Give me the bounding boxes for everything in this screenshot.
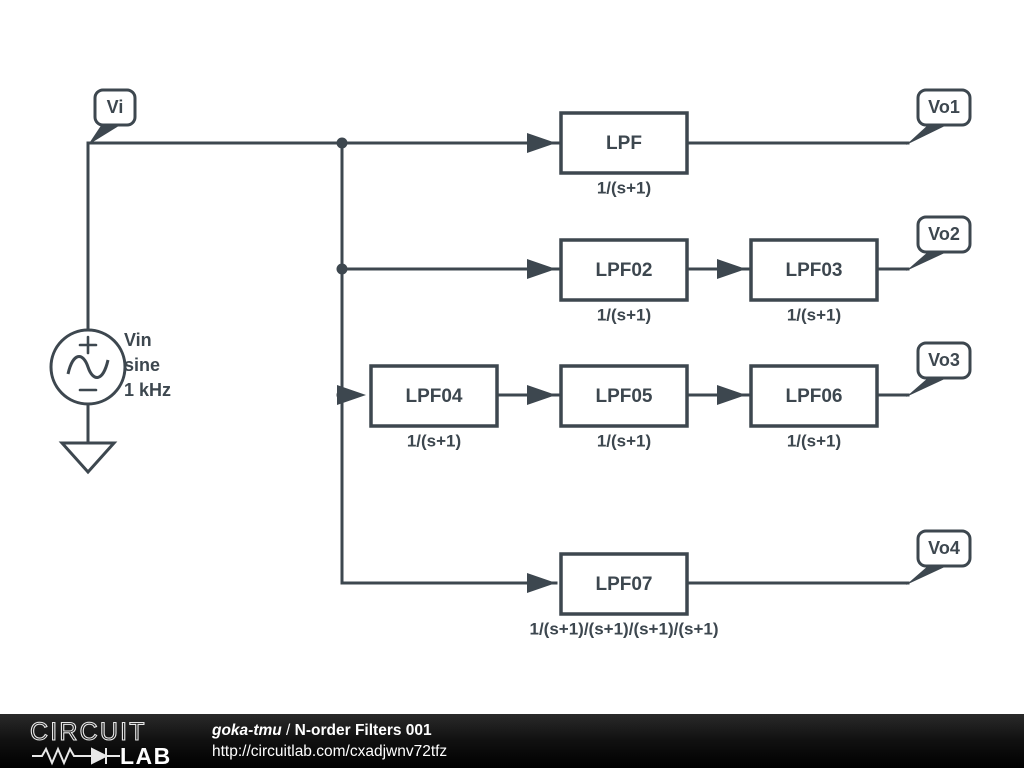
vo3-label-tail [906, 377, 949, 397]
logo-word-circuit: CIRCUIT [30, 718, 147, 746]
block-lpf02-label: LPF02 [595, 260, 652, 281]
block-lpf-label: LPF [606, 133, 642, 154]
block-lpf06-transfer: 1/(s+1) [787, 431, 841, 450]
block-lpf03[interactable] [749, 238, 879, 302]
plus-sign-icon [78, 335, 98, 355]
footer-author[interactable]: goka-tmu [212, 722, 282, 739]
arrowhead-into-lpf03 [717, 259, 746, 279]
block-lpf02[interactable] [559, 238, 689, 302]
block-lpf02-transfer: 1/(s+1) [597, 305, 651, 324]
logo-word-lab: LAB [120, 743, 172, 766]
block-lpf05[interactable] [559, 364, 689, 428]
wire-bus-to-lpf07 [340, 393, 558, 585]
block-lpf04-transfer: 1/(s+1) [407, 431, 461, 450]
block-lpf-transfer: 1/(s+1) [597, 178, 651, 197]
resistor-diode-icon [32, 746, 120, 766]
footer-title-line: goka-tmu / N-order Filters 001 [212, 720, 447, 741]
arrowhead-into-lpf04 [337, 385, 366, 405]
footer-url[interactable]: http://circuitlab.com/cxadjwnv72tfz [212, 743, 448, 760]
block-lpf05-label: LPF05 [595, 386, 652, 407]
block-lpf07-label: LPF07 [595, 574, 652, 595]
vo4-label-tail [906, 565, 949, 585]
vo1-label-box[interactable] [916, 88, 972, 127]
vo3-label-text: Vo3 [928, 350, 960, 370]
footer-circuit-title: N-order Filters 001 [294, 722, 432, 739]
schematic-svg[interactable]: Vin sine 1 kHz Vi LPF 1/(s+1) [0, 0, 1024, 714]
vo2-label-box[interactable] [916, 215, 972, 254]
source-frequency-label: 1 kHz [124, 380, 171, 400]
vi-label-box[interactable] [93, 88, 137, 127]
source-waveform-label: sine [124, 355, 160, 375]
arrowhead-into-lpf05 [527, 385, 556, 405]
ground-icon[interactable] [58, 441, 118, 475]
block-lpf05-transfer: 1/(s+1) [597, 431, 651, 450]
footer-text-block: goka-tmu / N-order Filters 001 http://ci… [212, 720, 447, 762]
vi-label-tail [88, 124, 122, 145]
vo4-label-box[interactable] [916, 529, 972, 568]
arrowhead-into-lpf [527, 133, 556, 153]
sine-wave-icon [66, 355, 110, 379]
vi-label-text: Vi [107, 97, 124, 117]
block-lpf03-label: LPF03 [785, 260, 842, 281]
vo1-label-tail [906, 124, 949, 145]
footer-bar: CIRCUIT LAB goka-tmu / N-order Filters 0… [0, 714, 1024, 768]
arrowhead-into-lpf02 [527, 259, 556, 279]
block-lpf03-transfer: 1/(s+1) [787, 305, 841, 324]
vo3-label-box[interactable] [916, 341, 972, 380]
block-lpf04-label: LPF04 [405, 386, 462, 407]
circuitlab-logo[interactable]: CIRCUIT LAB [28, 718, 196, 766]
vo2-label-tail [906, 251, 949, 271]
vo4-label-text: Vo4 [928, 538, 960, 558]
vo2-label-text: Vo2 [928, 224, 960, 244]
block-lpf06-label: LPF06 [785, 386, 842, 407]
footer-separator: / [281, 722, 295, 739]
source-name-label: Vin [124, 330, 152, 350]
arrowhead-into-lpf06 [717, 385, 746, 405]
arrowhead-into-lpf07 [527, 573, 556, 593]
schematic-canvas[interactable]: Vin sine 1 kHz Vi LPF 1/(s+1) [0, 0, 1024, 714]
vo1-label-text: Vo1 [928, 97, 960, 117]
block-lpf07-transfer: 1/(s+1)/(s+1)/(s+1)/(s+1) [530, 619, 719, 638]
